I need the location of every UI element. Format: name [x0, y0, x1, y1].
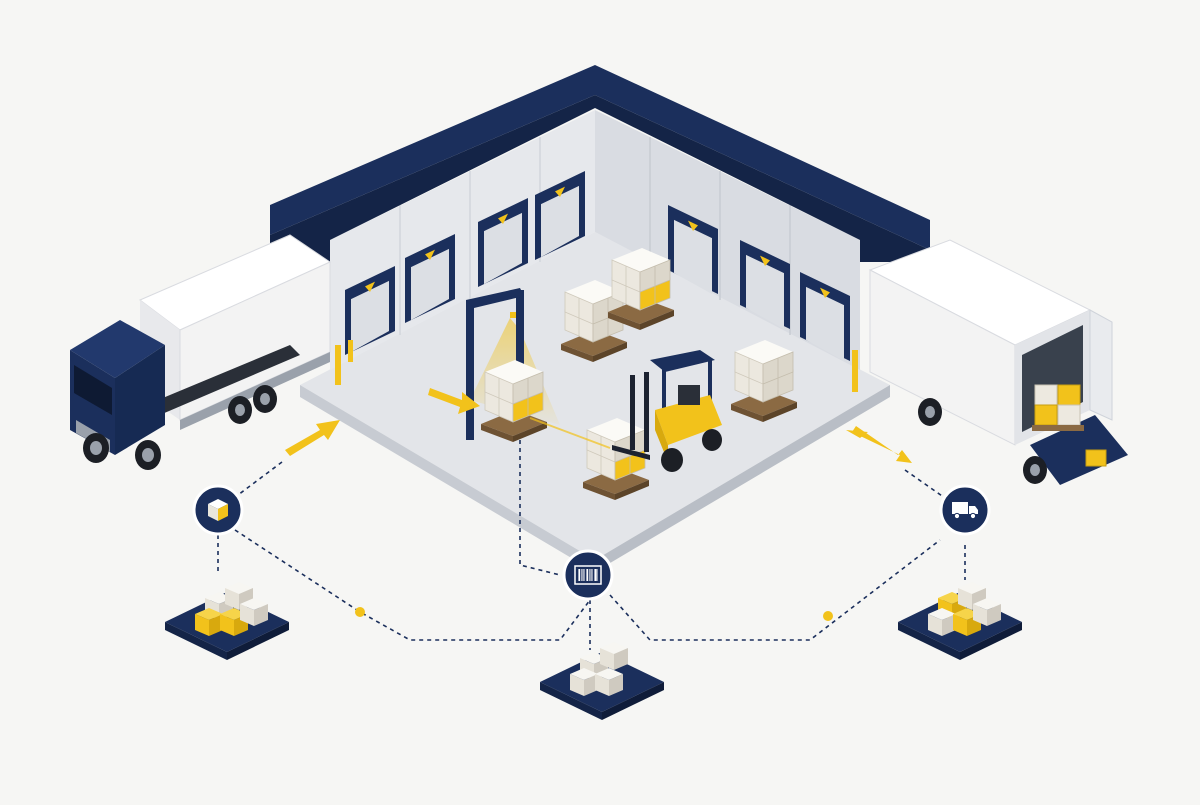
pallet [608, 248, 674, 330]
dock-door [478, 198, 528, 287]
dock-door [740, 240, 790, 329]
package-icon [192, 484, 244, 536]
process-platforms [165, 582, 1022, 720]
bollards [335, 340, 858, 392]
process-nodes [192, 484, 991, 601]
roof [270, 65, 930, 262]
dock-door [405, 234, 455, 323]
flow-arrows [285, 388, 912, 463]
connector-dot [355, 607, 365, 617]
barcode-icon [562, 549, 614, 601]
outbound-truck [868, 239, 1128, 485]
pallets [481, 248, 797, 500]
dock-door [668, 205, 718, 294]
warehouse-floor [300, 232, 890, 572]
pallet [731, 340, 797, 422]
process-platform [898, 582, 1022, 660]
dock-door [345, 266, 395, 355]
dock-door [800, 272, 850, 361]
dock-doors [345, 171, 850, 361]
pallet [561, 280, 627, 362]
process-platform [540, 642, 664, 720]
truck-icon [939, 484, 991, 536]
pallet [583, 418, 649, 500]
dock-door [535, 171, 585, 260]
process-platform [165, 582, 289, 660]
pallet [481, 360, 547, 442]
inbound-truck [70, 234, 332, 470]
forklift [612, 350, 722, 472]
connector-dot [823, 611, 833, 621]
